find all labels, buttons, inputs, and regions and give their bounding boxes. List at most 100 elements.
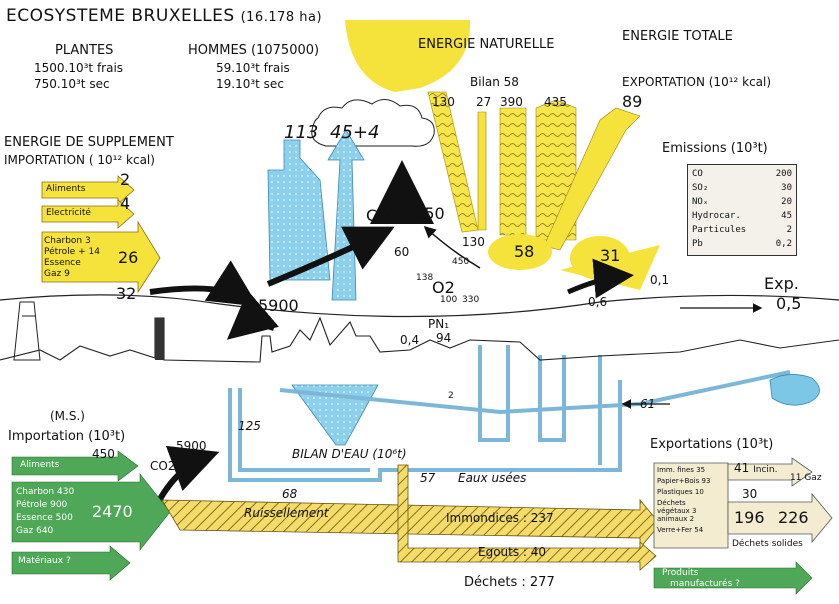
arrow-import-aliments	[11, 450, 139, 482]
exportation-label: EXPORTATION (10¹² kcal)	[622, 75, 772, 89]
bilan-eau-label: BILAN D'EAU (10⁶t)	[292, 447, 407, 461]
flow-68: 68	[282, 487, 298, 501]
arrow-immondices	[161, 498, 661, 550]
dechet-row: Imm. fines 35	[657, 466, 706, 474]
flow-5900: 5900	[258, 296, 299, 315]
flow-100: 100	[440, 295, 458, 305]
flow-45: 45+4	[330, 122, 380, 143]
flow-130: 130	[432, 95, 455, 109]
export-30: 30	[742, 487, 758, 501]
supplement-electricite-value: 4	[120, 194, 131, 213]
import-co2-label: CO2	[150, 459, 176, 473]
exp-label: Exp.	[764, 274, 799, 293]
import-charbon: Charbon 430	[16, 487, 75, 497]
hommes-sec: 19.10³t sec	[216, 77, 284, 91]
co2-label: CO2	[366, 206, 400, 225]
flow-27: 27	[476, 95, 492, 109]
import-essence: Essence 500	[16, 513, 73, 523]
flow-58: 58	[514, 242, 535, 261]
dechets-breakdown: Imm. fines 35 Papier+Bois 93 Plastiques …	[657, 466, 710, 534]
arrow-import-materiaux	[11, 545, 131, 581]
plantes-sec: 750.10³t sec	[34, 77, 110, 91]
flow-450: 450	[452, 257, 470, 267]
dechet-row: Papier+Bois 93	[657, 477, 711, 485]
produits-line2: manufacturés ?	[670, 579, 740, 589]
solar-beam-27	[477, 111, 487, 231]
imports-total: 2470	[92, 502, 133, 521]
diagram-title: ECOSYSTEME BRUXELLES (16.178 ha)	[6, 6, 323, 26]
import-co2-value: 5900	[176, 439, 207, 453]
import-aliments-label: Aliments	[20, 460, 60, 470]
dechet-row: Verre+Fer 54	[657, 526, 704, 534]
cloud	[311, 99, 435, 147]
emission-row: Hydrocar.45	[692, 211, 792, 221]
exp-value: 0,5	[776, 294, 802, 313]
import-gaz: Gaz 640	[16, 526, 54, 536]
flow-330: 330	[462, 295, 480, 305]
flow-113: 113	[284, 122, 319, 143]
pn-label: PN₁	[428, 317, 450, 331]
eaux-usees-label: Eaux usées	[458, 471, 527, 485]
fuels-total: 26	[118, 248, 139, 267]
egouts-label: Egouts : 40	[478, 545, 547, 559]
dechet-row: animaux 2	[657, 515, 695, 523]
black-arrow-co2	[266, 226, 395, 287]
import-materiaux: Matériaux ?	[18, 556, 71, 566]
flow-60: 60	[394, 245, 410, 259]
energie-totale-label: ENERGIE TOTALE	[622, 29, 733, 44]
water-pipe-system	[228, 345, 791, 482]
flow-31: 31	[600, 246, 621, 265]
fuel-essence: Essence	[44, 258, 81, 268]
city-silhouette	[0, 316, 839, 363]
fuel-charbon: Charbon 3	[44, 236, 91, 246]
arrow-fuels	[41, 220, 161, 294]
arrow-aliments-top	[41, 175, 135, 205]
produits-line1: Produits	[662, 568, 699, 578]
dechets-label: Déchets : 277	[464, 575, 555, 590]
yellow-blob-58	[488, 234, 552, 270]
export-226: 226	[778, 508, 809, 527]
flow-390: 390	[500, 95, 523, 109]
flow-2: 2	[448, 391, 454, 401]
hommes-label: HOMMES (1075000)	[188, 43, 320, 58]
fuel-gaz: Gaz 9	[44, 269, 70, 279]
ground-line	[0, 294, 839, 318]
black-arrow-450	[423, 225, 481, 269]
export-196: 196	[734, 508, 765, 527]
black-arrow-32	[149, 260, 259, 307]
hommes-frais: 59.10³t frais	[216, 61, 290, 75]
supplement-subtitle: IMPORTATION ( 10¹² kcal)	[4, 153, 155, 167]
supplement-electricite-label: Electricité	[46, 208, 91, 218]
dechets-solides-label: Déchets solides	[732, 539, 803, 549]
immondices-label: Immondices : 237	[446, 511, 554, 525]
dechet-row: Plastiques 10	[657, 488, 704, 496]
export-11-gaz: 11 Gaz	[790, 473, 822, 483]
value-32: 32	[116, 284, 137, 303]
pylon	[13, 301, 41, 361]
ruissellement-label: Ruissellement	[244, 506, 329, 520]
emissions-title: Emissions (10³t)	[662, 141, 768, 156]
importation-title: Importation (10³t)	[8, 429, 126, 444]
supplement-aliments-label: Aliments	[46, 184, 86, 194]
arrow-produits	[653, 561, 813, 595]
box-dechets	[653, 462, 729, 549]
black-arrow-exp	[566, 258, 634, 299]
arrow-incin	[727, 457, 813, 487]
flow-94: 94	[436, 331, 452, 345]
plantes-frais: 1500.10³t frais	[34, 61, 124, 75]
import-aliments-value: 450	[92, 447, 115, 461]
energie-naturelle-label: ENERGIE NATURELLE	[418, 37, 555, 52]
lake	[769, 374, 820, 406]
flow-435: 435	[544, 95, 567, 109]
flow-138: 138	[416, 273, 434, 283]
solar-beam-390	[499, 107, 527, 236]
blue-arrow-113	[267, 139, 331, 281]
chimney	[155, 318, 164, 360]
flow-61: 61	[640, 397, 656, 411]
flow-0-6: 0,6	[588, 295, 608, 309]
dechet-row: Déchets	[657, 499, 686, 507]
export-41: 41 Incin.	[734, 461, 778, 475]
